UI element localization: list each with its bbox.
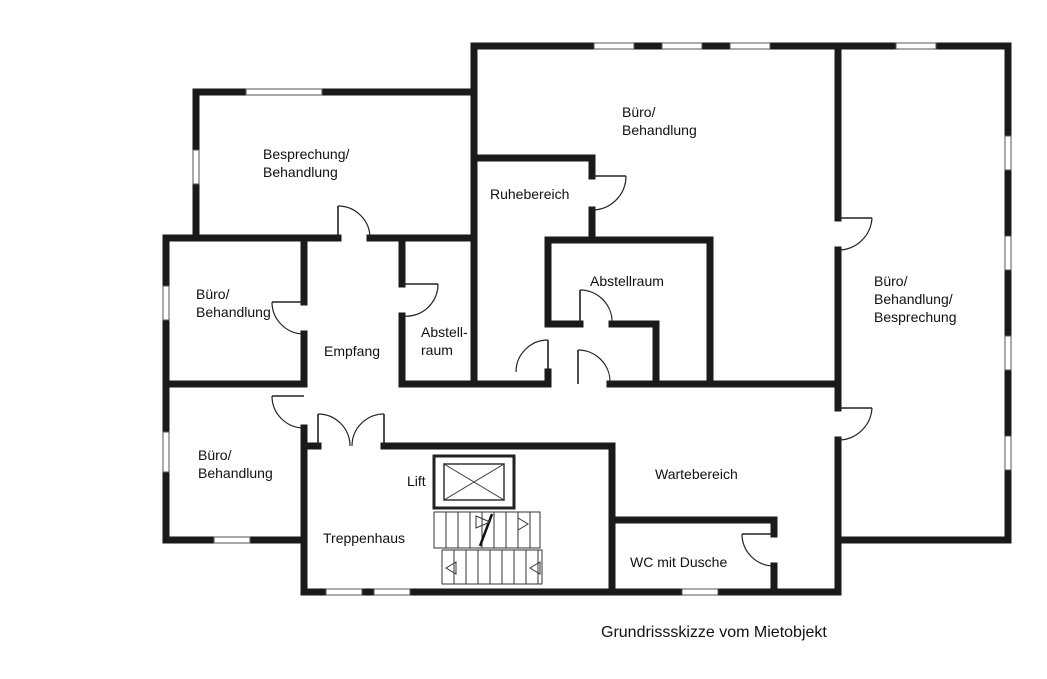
doors	[271, 175, 873, 567]
room-buero-behandlung-besprechung: Büro/ Behandlung/ Besprechung	[874, 273, 957, 325]
window	[681, 588, 719, 596]
windows	[162, 42, 1012, 596]
door-wc	[741, 533, 775, 567]
window	[895, 42, 937, 50]
room-wc-mit-dusche: WC mit Dusche	[630, 554, 728, 570]
window	[192, 149, 200, 185]
room-buero-behandlung-left-upper: Büro/ Behandlung	[196, 286, 271, 320]
room-wartebereich: Wartebereich	[655, 466, 738, 482]
door-left-lower	[271, 395, 305, 429]
wall-top-office	[470, 42, 842, 96]
stairs	[433, 511, 543, 585]
door-corridor	[577, 349, 611, 385]
room-empfang: Empfang	[324, 343, 381, 359]
door-stair-double	[317, 413, 385, 447]
door-right-office-upper	[837, 217, 873, 251]
window	[213, 536, 251, 544]
wall-abstell-center-inner-2	[608, 320, 660, 388]
window	[661, 42, 703, 50]
wall-abstell-center	[544, 236, 714, 388]
window	[593, 42, 635, 50]
window	[1004, 135, 1012, 171]
room-abstellraum-center: Abstellraum	[590, 273, 664, 289]
wall-ruhe-top	[470, 154, 596, 180]
room-buero-behandlung-left-lower: Büro/ Behandlung	[198, 447, 273, 481]
wall-wc	[614, 516, 778, 538]
window	[729, 42, 771, 50]
window	[1004, 435, 1012, 471]
wall-meeting-room	[192, 88, 478, 240]
room-abstellraum-small: Abstell- raum	[421, 324, 468, 358]
wall-left-upper	[162, 234, 308, 544]
room-buero-behandlung-top: Büro/ Behandlung	[622, 104, 697, 138]
door-meeting	[337, 205, 371, 239]
room-treppenhaus: Treppenhaus	[323, 530, 405, 546]
window	[245, 88, 323, 96]
door-abstell-center	[579, 289, 613, 325]
door-abstell-low	[515, 339, 549, 373]
plan-caption: Grundrissskizze vom Mietobjekt	[601, 624, 827, 641]
door-ruhe	[591, 175, 627, 211]
window	[1004, 335, 1012, 371]
window	[1004, 235, 1012, 271]
room-lift: Lift	[407, 473, 426, 489]
door-left-upper	[271, 301, 305, 335]
window	[373, 588, 411, 596]
window	[162, 285, 170, 321]
room-ruhebereich: Ruhebereich	[490, 186, 570, 202]
window	[162, 431, 170, 473]
door-right-office-lower	[837, 407, 873, 441]
wall-stair-top	[380, 442, 616, 596]
lift-shaft	[432, 454, 516, 510]
window	[325, 588, 363, 596]
door-abstell-small	[401, 283, 439, 317]
room-besprechung-behandlung: Besprechung/ Behandlung	[263, 146, 350, 180]
